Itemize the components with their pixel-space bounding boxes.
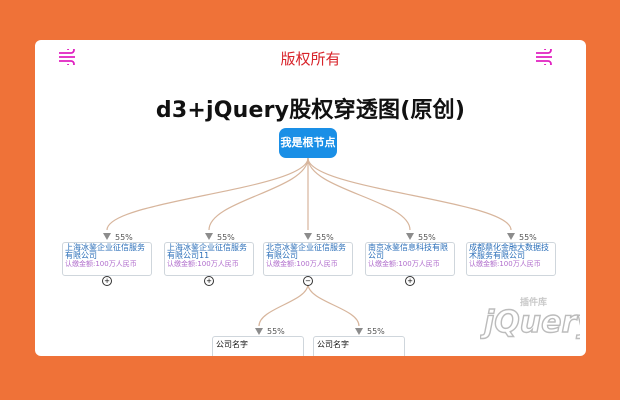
page-title: d3+jQuery股权穿透图(原创) <box>155 98 466 123</box>
company-capital: 认缴金额:100万人民币 <box>469 260 541 268</box>
company-name: 成都鼎化金融大数据技术服务有限公司 <box>469 243 549 260</box>
arrow-child-5 <box>507 233 515 240</box>
link-root-child-1 <box>106 157 309 231</box>
wind-icon <box>59 49 75 65</box>
watermark-brand: jQuery <box>480 305 580 340</box>
company-capital: 认缴金额:100万人民币 <box>167 260 239 268</box>
link-child3-grand-2 <box>307 283 360 327</box>
company-node[interactable]: 南京冰鉴信息科技有限公司 认缴金额:100万人民币 <box>365 242 455 276</box>
arrow-grand-1 <box>255 328 263 335</box>
link-child3-grand-1 <box>258 283 309 327</box>
percent-label: 55% <box>367 327 385 336</box>
company-node[interactable]: 公司名字 <box>313 336 405 356</box>
link-root-child-2 <box>208 157 309 231</box>
percent-label: 55% <box>267 327 285 336</box>
company-name: 公司名字 <box>216 340 248 349</box>
root-node[interactable]: 我是根节点 <box>279 128 337 158</box>
percent-label: 55% <box>217 233 235 242</box>
company-capital: 认缴金额:100万人民币 <box>368 260 440 268</box>
company-node[interactable]: 成都鼎化金融大数据技术服务有限公司 认缴金额:100万人民币 <box>466 242 556 276</box>
chart-card: 版权所有 d3+jQuery股权穿透图(原创) 我是根节点 <box>35 40 586 356</box>
company-name: 南京冰鉴信息科技有限公司 <box>368 243 448 260</box>
company-node[interactable]: 上海冰鉴企业征信服务有限公司 认缴金额:100万人民币 <box>62 242 152 276</box>
company-name: 上海冰鉴企业征信服务有限公司 <box>65 243 145 260</box>
percent-label: 55% <box>418 233 436 242</box>
arrow-child-4 <box>406 233 414 240</box>
company-node[interactable]: 北京冰鉴企业征信服务有限公司 认缴金额:100万人民币 <box>263 242 353 276</box>
link-root-child-5 <box>307 157 512 231</box>
tree-links <box>103 157 515 335</box>
collapse-toggle[interactable]: − <box>303 276 313 286</box>
arrow-child-2 <box>205 233 213 240</box>
company-name: 北京冰鉴企业征信服务有限公司 <box>266 243 346 260</box>
expand-toggle[interactable]: + <box>204 276 214 286</box>
company-capital: 认缴金额:100万人民币 <box>266 260 338 268</box>
company-capital: 认缴金额:100万人民币 <box>65 260 137 268</box>
watermark-subtitle: 插件库 <box>520 296 547 308</box>
percent-label: 55% <box>519 233 537 242</box>
header-bar: 版权所有 <box>35 40 586 74</box>
link-root-child-4 <box>307 157 411 231</box>
arrow-grand-2 <box>355 328 363 335</box>
jquery-logo: jQuery 插件库 <box>480 296 580 341</box>
percent-label: 55% <box>115 233 133 242</box>
expand-toggle[interactable]: + <box>102 276 112 286</box>
expand-toggle[interactable]: + <box>405 276 415 286</box>
arrow-child-1 <box>103 233 111 240</box>
wind-icon <box>536 49 552 65</box>
arrow-child-3 <box>304 233 312 240</box>
header-title: 版权所有 <box>280 50 341 68</box>
company-node[interactable]: 公司名字 <box>212 336 304 356</box>
company-name: 公司名字 <box>317 340 349 349</box>
company-node[interactable]: 上海冰鉴企业征信服务有限公司11 认缴金额:100万人民币 <box>164 242 254 276</box>
percent-label: 55% <box>316 233 334 242</box>
company-name: 上海冰鉴企业征信服务有限公司11 <box>167 243 247 260</box>
